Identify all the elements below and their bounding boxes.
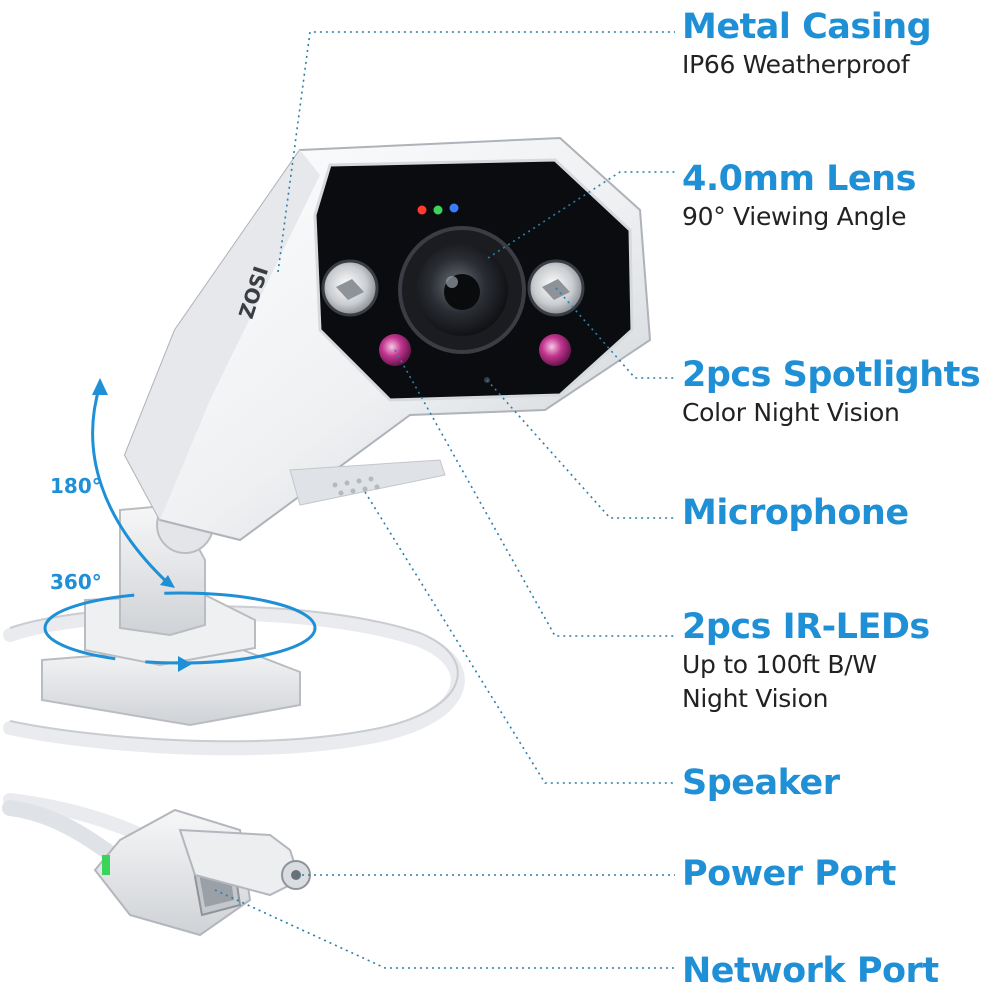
feature-power-port: Power Port	[682, 853, 998, 895]
feature-network-port: Network Port	[682, 950, 998, 992]
feature-title: Speaker	[682, 763, 840, 803]
status-led-green	[433, 205, 443, 215]
ir-led-right	[539, 334, 571, 366]
feature-ir-leds: 2pcs IR-LEDs Up to 100ft B/W Night Visio…	[682, 606, 998, 716]
feature-subtitle: Night Vision	[682, 684, 829, 713]
spotlight-left	[321, 259, 379, 317]
feature-title: Metal Casing	[682, 7, 932, 47]
feature-metal-casing: Metal Casing IP66 Weatherproof	[682, 6, 998, 82]
feature-title: Microphone	[682, 493, 909, 533]
status-led-blue	[449, 203, 459, 213]
feature-spotlights: 2pcs Spotlights Color Night Vision	[682, 354, 998, 430]
camera-front-panel	[313, 158, 634, 402]
connectors	[2, 800, 311, 937]
tilt-rotation-label: 180°	[50, 474, 102, 498]
feature-title: Network Port	[682, 951, 939, 991]
feature-title: 2pcs Spotlights	[682, 355, 981, 395]
feature-subtitle: IP66 Weatherproof	[682, 50, 910, 79]
feature-speaker: Speaker	[682, 762, 998, 804]
feature-subtitle: 90° Viewing Angle	[682, 202, 907, 231]
feature-title: 4.0mm Lens	[682, 159, 916, 199]
feature-subtitle: Color Night Vision	[682, 398, 900, 427]
speaker-grille	[332, 476, 380, 496]
feature-title: Power Port	[682, 854, 896, 894]
camera-lens	[398, 226, 526, 354]
feature-lens: 4.0mm Lens 90° Viewing Angle	[682, 158, 998, 234]
pan-rotation-label: 360°	[50, 570, 102, 594]
status-led-red	[417, 205, 427, 215]
ethernet-status-led	[102, 855, 110, 875]
feature-title: 2pcs IR-LEDs	[682, 607, 930, 647]
callout-lines	[214, 31, 675, 969]
feature-microphone: Microphone	[682, 492, 998, 534]
feature-subtitle: Up to 100ft B/W	[682, 650, 877, 679]
